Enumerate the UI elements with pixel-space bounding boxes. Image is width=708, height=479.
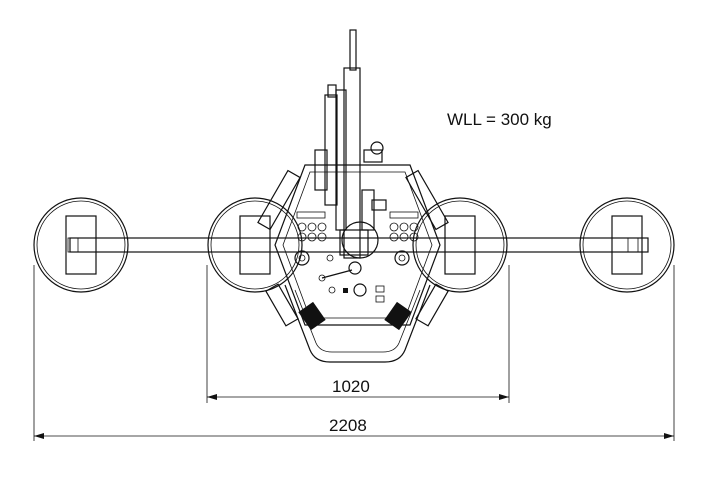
dimension-inner-label: 1020 — [332, 377, 370, 396]
vacuum-pad-far-right — [579, 197, 675, 293]
vacuum-pad-inner-right — [412, 197, 508, 293]
wll-label: WLL = 300 kg — [447, 110, 552, 129]
central-body — [257, 164, 449, 363]
dimension-2208: 2208 — [33, 265, 675, 441]
dimension-1020: 1020 — [206, 265, 510, 403]
cross-beam — [69, 237, 649, 253]
control-panel — [294, 211, 419, 303]
dimension-outer-label: 2208 — [329, 416, 367, 435]
vacuum-pad-inner-left — [207, 197, 303, 293]
vacuum-pad-far-left — [33, 197, 129, 293]
mast-assembly — [314, 29, 387, 259]
